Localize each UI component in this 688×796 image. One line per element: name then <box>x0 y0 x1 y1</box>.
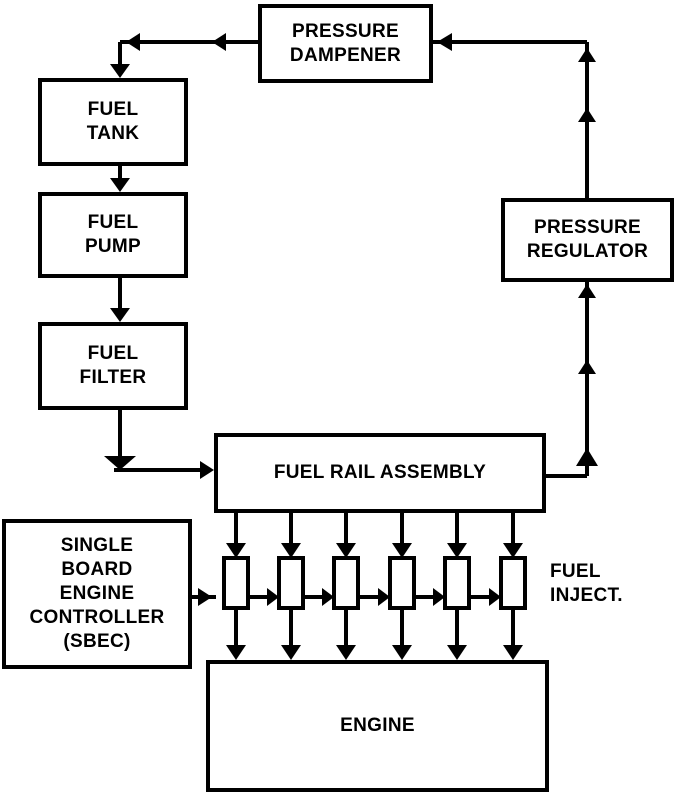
injector-out-arrow-1 <box>226 645 246 660</box>
arrow-down-filter <box>110 308 130 322</box>
injector-feed-arrow-3 <box>336 543 356 558</box>
arrow-left-2 <box>126 33 140 51</box>
sbec-box: SINGLE BOARD ENGINE CONTROLLER (SBEC) <box>2 519 192 669</box>
injector-out-arrow-6 <box>503 645 523 660</box>
injector-feed-arrow-5 <box>447 543 467 558</box>
arrow-up-4 <box>578 360 596 374</box>
control-arrow-6 <box>489 588 501 606</box>
injector-feed-arrow-1 <box>226 543 246 558</box>
arrow-down-pump <box>110 178 130 192</box>
pressure-dampener-box: PRESSURE DAMPENER <box>258 4 433 83</box>
arrow-up-5 <box>578 284 596 298</box>
pressure-regulator-box: PRESSURE REGULATOR <box>501 198 674 282</box>
arrow-left-dampener <box>437 33 452 51</box>
injector-out-arrow-2 <box>281 645 301 660</box>
control-arrow-5 <box>433 588 445 606</box>
fuel-injector-1 <box>222 556 250 610</box>
injector-feed-arrow-2 <box>281 543 301 558</box>
control-arrow-2 <box>267 588 279 606</box>
arrow-right-rail <box>200 461 214 479</box>
arrow-up-3 <box>576 448 598 466</box>
injector-feed-arrow-6 <box>503 543 523 558</box>
injector-feed-arrow-4 <box>392 543 412 558</box>
fuel-injector-group <box>192 513 527 660</box>
fuel-injector-5 <box>443 556 471 610</box>
arrow-up-2 <box>578 108 596 122</box>
injector-out-arrow-4 <box>392 645 412 660</box>
fuel-injector-label: FUEL INJECT. <box>550 561 623 606</box>
arrow-up-1 <box>578 48 596 62</box>
injector-out-arrow-5 <box>447 645 467 660</box>
fuel-injector-3 <box>332 556 360 610</box>
engine-box: ENGINE <box>206 660 549 792</box>
fuel-pump-box: FUEL PUMP <box>38 192 188 278</box>
fuel-tank-box: FUEL TANK <box>38 78 188 166</box>
fuel-injector-4 <box>388 556 416 610</box>
fuel-injector-6 <box>499 556 527 610</box>
fuel-filter-box: FUEL FILTER <box>38 322 188 410</box>
fuel-rail-assembly-box: FUEL RAIL ASSEMBLY <box>214 433 546 513</box>
fuel-injector-2 <box>277 556 305 610</box>
control-arrow-3 <box>322 588 334 606</box>
control-arrow-4 <box>378 588 390 606</box>
arrow-down-filter-out <box>104 456 136 470</box>
injector-out-arrow-3 <box>336 645 356 660</box>
arrow-down-tank <box>110 64 130 78</box>
arrow-left-1 <box>212 33 226 51</box>
